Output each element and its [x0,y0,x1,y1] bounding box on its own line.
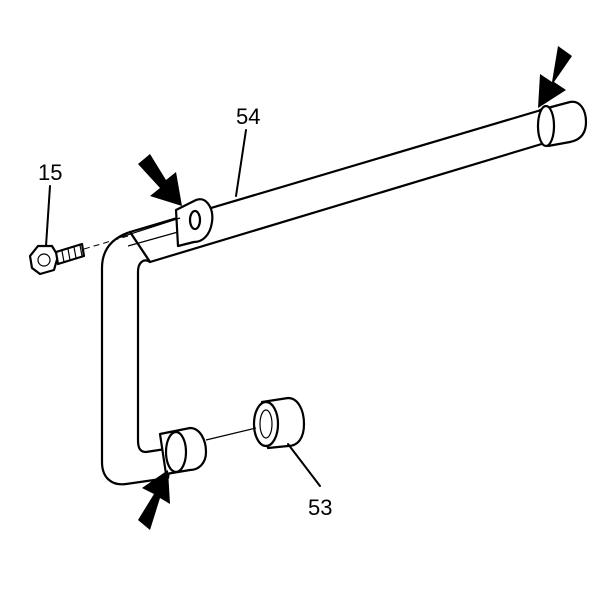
bend-highlight [117,217,181,239]
arrow-up-right-icon [138,470,170,530]
arrow-upper-left [138,154,182,206]
callout-53: 53 [308,495,332,520]
seal-inner-bore [259,409,273,439]
bracket-hole [188,209,202,231]
bolt-alignment-line [83,235,129,250]
bolt-threads [61,244,83,263]
arrow-bottom-left [138,470,170,530]
pipe-assembly [100,100,588,486]
bolt-head-face [37,253,51,267]
leader-line-15 [45,185,51,247]
callout-54: 54 [236,104,260,129]
seal-flange [252,400,280,448]
bend-shadow [127,231,179,247]
pipe-end-bead-right [536,104,556,148]
bolt-head [28,244,60,276]
arrow-down-left-icon [538,46,572,108]
arrow-top-right [538,46,572,108]
bolt [28,235,129,276]
leader-line-54 [235,129,247,197]
seal-alignment-line [205,427,257,441]
arrow-down-right-icon [138,154,182,206]
leader-line-53 [287,443,321,487]
pipe-end-bead-lower [164,430,188,474]
callout-15: 15 [38,160,62,185]
seal [205,396,306,450]
